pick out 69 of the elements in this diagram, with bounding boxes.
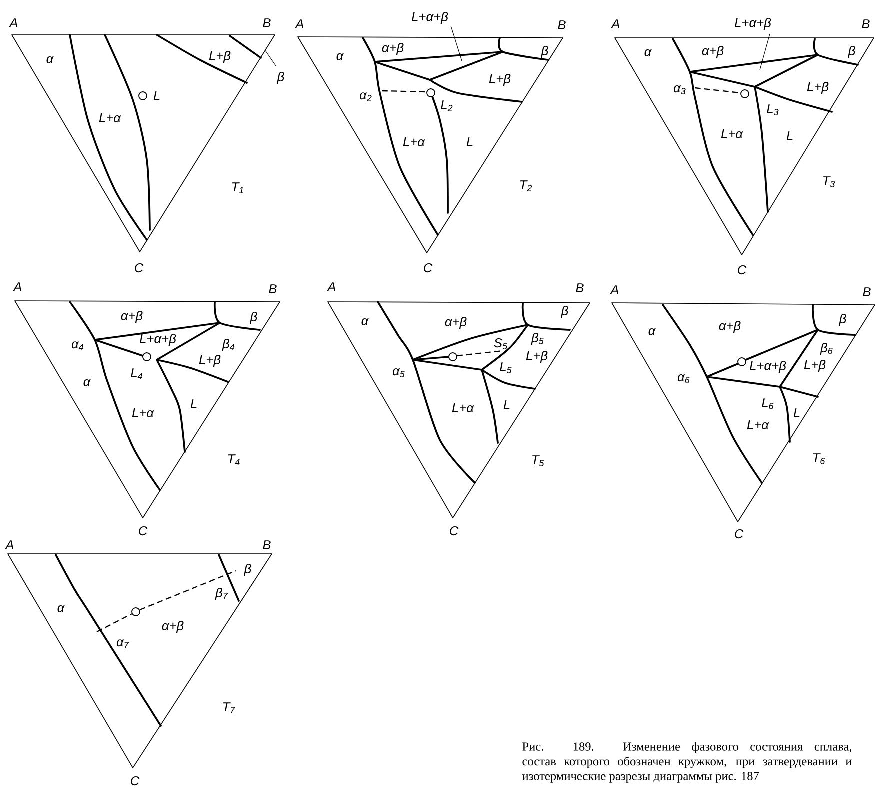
vertex-label: B (269, 284, 277, 294)
vertex-label: A (5, 540, 14, 550)
vertex-label: B (558, 20, 566, 30)
vertex-label: C (424, 263, 433, 273)
phase-label: β (839, 314, 846, 326)
phase-label: α$_{5}$ (392, 368, 405, 378)
vertex-label: B (862, 20, 870, 28)
vertex-label: C (738, 265, 747, 275)
phase-label: α+β (121, 311, 143, 323)
phase-label: β$_{5}$ (531, 333, 544, 345)
phase-label: L+α+β (734, 18, 772, 30)
phase-label: L (154, 92, 160, 100)
phase-label: L+β (209, 51, 231, 63)
phase-label: L+β (526, 351, 548, 363)
phase-label: α$_{7}$ (116, 640, 130, 648)
phase-label: L (794, 408, 800, 418)
vertex-label: B (863, 288, 871, 296)
vertex-label: A (610, 286, 619, 294)
phase-label: α (362, 318, 369, 326)
vertex-label: B (576, 284, 584, 292)
phase-label: α (648, 328, 656, 336)
phase-label: L+α+β (140, 334, 176, 346)
phase-label: β$_{7}$ (215, 588, 228, 600)
phase-label: α+β (719, 321, 741, 333)
phase-label: α (58, 605, 65, 613)
vertex-label: B (263, 18, 271, 28)
phase-label: L+β (199, 355, 221, 367)
phase-label: L+α (452, 404, 474, 412)
phase-label: L$_{4}$ (131, 368, 142, 380)
phase-label: L (504, 400, 510, 410)
vertex-label: A (295, 20, 304, 28)
vertex-label: C (131, 776, 140, 786)
phase-label: L+α+β (750, 361, 786, 373)
temperature-label: T$_{4}$ (228, 454, 240, 466)
vertex-label: A (611, 20, 620, 28)
phase-label: α (46, 56, 54, 64)
vertex-label: C (735, 529, 744, 539)
caption: Рис. 189. Изменение фазового состояния сплава, состав которого обозначен кружком, при затвердевании и изотермические разрезы диаграммы рис. 187 (522, 742, 852, 783)
vertex-label: C (135, 263, 144, 273)
phase-label: L+α (747, 420, 770, 430)
phase-label: α$_{4}$ (72, 342, 84, 350)
phase-label: L (190, 400, 197, 408)
phase-label: β (244, 564, 252, 576)
temperature-label: T$_{7}$ (223, 702, 236, 714)
phase-label: α (84, 379, 91, 387)
phase-label: S$_{5}$ (494, 338, 508, 350)
phase-label: L+β (804, 360, 826, 372)
vertex-label: A (327, 282, 336, 292)
phase-label: α$_{6}$ (678, 374, 690, 384)
phase-label: β (561, 306, 568, 318)
vertex-label: B (263, 540, 271, 550)
phase-label: β (277, 72, 284, 84)
phase-label: L+α (99, 114, 122, 122)
temperature-label: T$_{1}$ (232, 182, 244, 194)
temperature-label: T$_{5}$ (532, 456, 544, 466)
phase-label: α+β (162, 621, 184, 633)
phase-label: L+α+β (412, 12, 448, 24)
phase-label: L+α (132, 408, 154, 418)
phase-label: α+β (445, 317, 467, 329)
vertex-label: C (450, 526, 459, 536)
phase-label: L$_{5}$ (500, 362, 512, 374)
phase-label: L$_{6}$ (762, 398, 774, 410)
vertex-label: C (139, 526, 148, 536)
phase-label: β$_{6}$ (820, 343, 833, 355)
temperature-label: T$_{6}$ (813, 454, 826, 464)
vertex-label: A (9, 18, 18, 28)
phase-label: β$_{4}$ (222, 339, 235, 351)
vertex-label: A (13, 282, 22, 292)
phase-label: β (250, 312, 258, 324)
